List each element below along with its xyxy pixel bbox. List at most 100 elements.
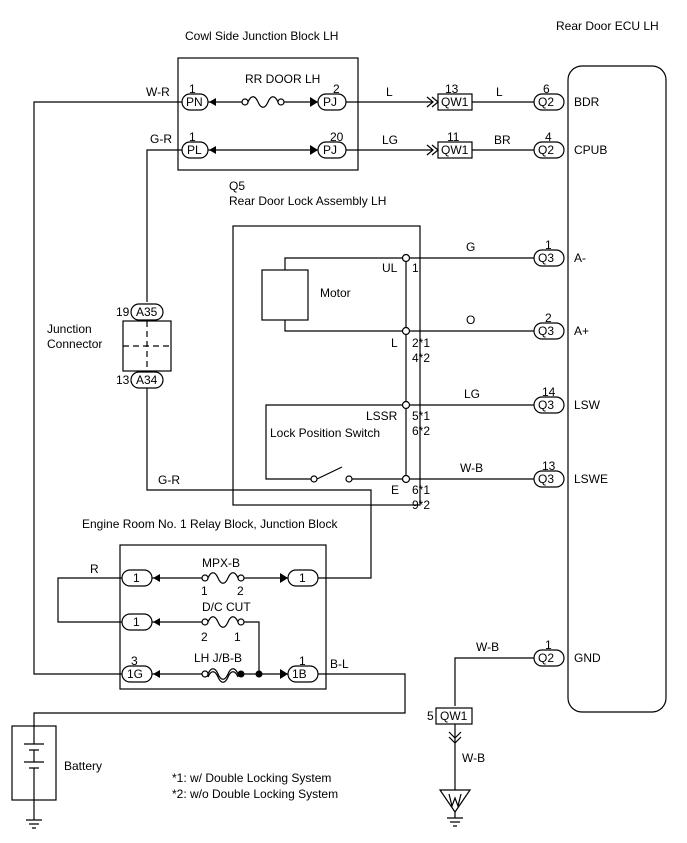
- svg-text:5: 5: [427, 709, 434, 723]
- rr-door-fuse-symbol: [247, 96, 279, 108]
- svg-text:LSSR: LSSR: [366, 409, 398, 423]
- lh-jb-b-fusible-link-symbol: [207, 668, 239, 683]
- svg-text:UL: UL: [382, 261, 398, 275]
- svg-text:W-B: W-B: [462, 751, 485, 765]
- door-lock-title: Rear Door Lock Assembly LH: [229, 194, 386, 208]
- svg-text:B-L: B-L: [330, 657, 349, 671]
- svg-text:GND: GND: [574, 651, 601, 665]
- svg-text:1: 1: [234, 630, 241, 644]
- svg-text:QW1: QW1: [441, 95, 469, 109]
- svg-text:PJ: PJ: [323, 95, 337, 109]
- ground-icon: [26, 800, 42, 829]
- svg-text:5*1: 5*1: [412, 409, 430, 423]
- svg-text:2: 2: [545, 311, 552, 325]
- svg-text:PN: PN: [186, 95, 203, 109]
- dc-cut-fuse-symbol: [207, 616, 239, 628]
- jc-label-2: Connector: [47, 337, 102, 351]
- svg-text:R: R: [90, 562, 99, 576]
- ecu-pin-gnd: 1 Q2 GND: [533, 638, 601, 667]
- svg-text:A34: A34: [136, 373, 158, 387]
- svg-text:2: 2: [237, 584, 244, 598]
- jc-a35: 19 A35: [116, 303, 164, 321]
- note-1: *1: w/ Double Locking System: [172, 771, 331, 785]
- door-lock-box: [232, 225, 421, 506]
- svg-text:G-R: G-R: [158, 473, 180, 487]
- svg-text:A+: A+: [574, 324, 589, 338]
- svg-text:2*1: 2*1: [412, 336, 430, 350]
- svg-text:1: 1: [299, 571, 306, 585]
- svg-text:PL: PL: [187, 143, 202, 157]
- svg-text:A35: A35: [136, 305, 158, 319]
- svg-text:BR: BR: [494, 133, 511, 147]
- svg-text:2: 2: [201, 630, 208, 644]
- svg-text:G-R: G-R: [150, 132, 172, 146]
- ecu-title: Rear Door ECU LH: [556, 19, 659, 33]
- svg-text:Q2: Q2: [538, 143, 554, 157]
- jc-label-1: Junction: [47, 322, 92, 336]
- svg-text:LH J/B-B: LH J/B-B: [194, 651, 242, 665]
- svg-text:1: 1: [545, 238, 552, 252]
- svg-text:19: 19: [116, 305, 130, 319]
- svg-text:Q3: Q3: [538, 398, 554, 412]
- svg-text:4: 4: [545, 130, 552, 144]
- cowl-fuse-label: RR DOOR LH: [245, 72, 320, 86]
- cowl-pin-pl: 1 PL: [181, 130, 209, 159]
- battery-symbol: [24, 726, 44, 800]
- svg-text:1: 1: [189, 82, 196, 96]
- svg-text:2: 2: [333, 82, 340, 96]
- ecu-pin-a-plus: 2 Q3 A+: [533, 311, 589, 340]
- svg-text:LG: LG: [464, 387, 480, 401]
- svg-text:3: 3: [131, 654, 138, 668]
- ecu-pin-a-minus: 1 Q3 A-: [533, 238, 586, 267]
- qw1-connector-13: 13 QW1: [437, 82, 473, 111]
- ecu-pin-lsw: 14 Q3 LSW: [533, 385, 601, 414]
- cowl-pin-pn: 1 PN: [181, 82, 209, 111]
- svg-text:1: 1: [545, 638, 552, 652]
- relay-block-box: [119, 544, 327, 690]
- svg-text:LSWE: LSWE: [574, 472, 608, 486]
- svg-text:1: 1: [412, 261, 419, 275]
- svg-text:O: O: [466, 313, 475, 327]
- svg-text:11: 11: [447, 130, 460, 144]
- svg-text:MPX-B: MPX-B: [202, 556, 240, 570]
- svg-text:Q3: Q3: [538, 251, 554, 265]
- ecu-pin-cpub: 4 Q2 CPUB: [533, 130, 607, 159]
- qw1-connector-5: 5 QW1: [427, 707, 473, 725]
- lock-position-switch-label: Lock Position Switch: [270, 426, 380, 440]
- mpx-b-fuse-symbol: [207, 572, 239, 584]
- ground-icon-2: [447, 812, 463, 827]
- svg-text:20: 20: [330, 130, 344, 144]
- svg-text:PJ: PJ: [323, 143, 337, 157]
- svg-text:14: 14: [542, 385, 556, 399]
- svg-text:1: 1: [201, 584, 208, 598]
- svg-text:A-: A-: [574, 251, 586, 265]
- qw1-connector-11: 11 QW1: [437, 130, 473, 159]
- lock-switch-contact: [316, 466, 343, 480]
- svg-text:D/C CUT: D/C CUT: [202, 600, 251, 614]
- relay-pin-1b-out: 1 1B: [287, 654, 319, 683]
- svg-text:Q3: Q3: [538, 472, 554, 486]
- cowl-pin-pj-20: 20 PJ: [317, 130, 347, 159]
- relay-pin-1b: [287, 569, 319, 587]
- door-lock-id: Q5: [229, 179, 245, 193]
- svg-text:1B: 1B: [292, 667, 307, 681]
- cowl-pin-pj-1: 2 PJ: [317, 82, 347, 111]
- svg-text:E: E: [391, 483, 399, 497]
- cowl-jb-box: [177, 57, 359, 171]
- svg-text:W-B: W-B: [476, 640, 499, 654]
- svg-text:L: L: [386, 85, 393, 99]
- ecu-pin-bdr: 6 Q2 BDR: [533, 82, 600, 111]
- battery-label: Battery: [64, 759, 102, 773]
- svg-text:Motor: Motor: [320, 286, 351, 300]
- svg-text:6*2: 6*2: [412, 424, 430, 438]
- svg-text:13: 13: [445, 82, 459, 96]
- svg-text:LG: LG: [382, 133, 398, 147]
- cowl-jb-title: Cowl Side Junction Block LH: [185, 29, 338, 43]
- svg-text:6: 6: [543, 82, 550, 96]
- svg-text:BDR: BDR: [574, 95, 600, 109]
- svg-text:LSW: LSW: [574, 398, 601, 412]
- cowl-terminal-arrow: [209, 98, 216, 106]
- svg-text:6*1: 6*1: [412, 483, 430, 497]
- ecu-box: [567, 65, 667, 713]
